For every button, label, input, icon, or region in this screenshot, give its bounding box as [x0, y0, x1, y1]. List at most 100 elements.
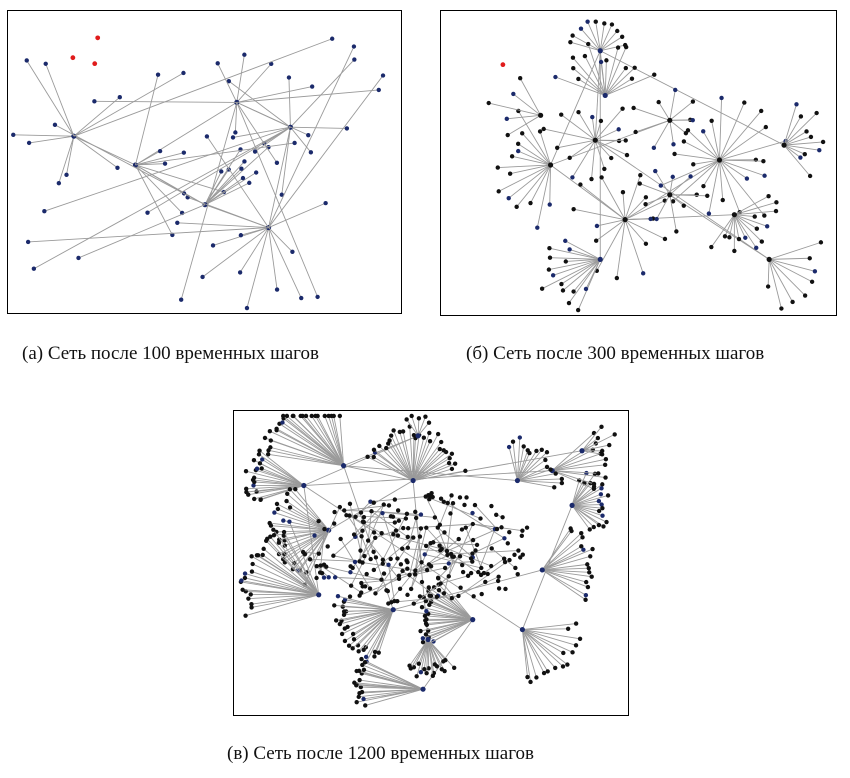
network-node — [397, 586, 403, 591]
network-edge — [359, 679, 424, 690]
network-edge — [73, 72, 184, 137]
network-edge — [393, 430, 414, 481]
network-edge — [600, 36, 623, 52]
network-edge — [541, 258, 601, 290]
network-node — [247, 180, 252, 186]
network-node — [281, 529, 287, 535]
network-node — [361, 647, 366, 653]
network-node — [441, 659, 446, 664]
network-node — [265, 536, 270, 542]
network-node — [520, 552, 525, 557]
network-edge — [549, 164, 552, 205]
network-edge — [783, 112, 817, 146]
network-node — [520, 131, 525, 136]
network-edge — [413, 583, 441, 604]
network-node — [736, 236, 742, 242]
network-node — [412, 572, 418, 577]
network-edge — [135, 164, 183, 214]
network-node — [309, 413, 314, 419]
network-node — [509, 154, 515, 159]
network-node — [426, 420, 432, 425]
network-edge — [274, 512, 329, 531]
network-edge — [335, 576, 382, 581]
network-node — [409, 413, 414, 419]
network-edge — [683, 141, 720, 161]
network-edge — [542, 563, 588, 571]
network-node — [347, 513, 352, 518]
network-node — [470, 551, 475, 556]
network-edge — [406, 419, 419, 437]
network-node — [623, 65, 629, 71]
network-node — [483, 579, 488, 585]
network-edge — [407, 517, 417, 548]
network-node — [281, 413, 286, 419]
network-edge — [339, 609, 394, 625]
network-edge — [571, 484, 603, 506]
network-node — [472, 502, 478, 508]
network-node — [401, 525, 406, 531]
network-node — [802, 293, 808, 298]
network-node — [567, 247, 572, 252]
network-edge — [599, 23, 605, 51]
network-node — [547, 255, 553, 260]
network-edge — [570, 41, 601, 52]
network-edge — [402, 431, 414, 481]
network-edge — [251, 555, 319, 596]
network-panel-c — [233, 410, 629, 716]
network-node — [423, 598, 429, 604]
network-node — [291, 413, 296, 419]
network-node — [418, 670, 424, 675]
network-node — [405, 526, 411, 531]
network-node — [352, 680, 357, 685]
network-node — [219, 169, 224, 174]
network-node — [452, 665, 457, 670]
network-node — [240, 175, 246, 181]
network-edge — [669, 194, 677, 232]
network-node — [418, 628, 423, 634]
network-node — [344, 126, 350, 131]
network-node — [762, 213, 767, 218]
network-edge — [536, 164, 552, 228]
network-hub — [539, 567, 545, 573]
network-node — [348, 570, 353, 575]
network-node — [599, 424, 604, 430]
network-edge — [422, 619, 474, 690]
network-edge — [541, 532, 582, 571]
network-edge — [605, 74, 655, 96]
network-node — [332, 603, 337, 608]
network-edge — [135, 102, 238, 166]
network-node — [322, 526, 327, 532]
network-node — [439, 439, 444, 445]
network-edge — [497, 164, 551, 169]
network-node — [238, 233, 244, 238]
network-edge — [277, 508, 329, 531]
network-node — [450, 554, 455, 559]
network-node — [379, 577, 384, 582]
network-edge — [320, 565, 362, 593]
network-node — [361, 514, 367, 520]
network-node — [376, 650, 381, 655]
network-node — [356, 694, 361, 700]
network-node — [512, 552, 517, 557]
network-edge — [542, 548, 593, 571]
network-node — [576, 109, 581, 115]
network-node — [544, 450, 550, 455]
network-node — [478, 516, 483, 521]
network-edge — [246, 485, 304, 490]
network-node — [145, 210, 150, 215]
network-edge — [382, 513, 398, 559]
network-node — [752, 214, 757, 219]
network-edge — [581, 437, 599, 452]
network-node — [427, 439, 433, 444]
network-node — [414, 674, 419, 679]
network-edge — [711, 120, 720, 161]
network-edge — [202, 227, 269, 278]
network-node — [577, 636, 583, 641]
network-node — [773, 208, 779, 214]
network-edge — [289, 507, 329, 531]
network-edge — [734, 214, 758, 230]
network-node — [157, 148, 163, 154]
network-node — [407, 663, 412, 668]
network-edge — [373, 449, 414, 481]
network-node — [281, 518, 286, 523]
